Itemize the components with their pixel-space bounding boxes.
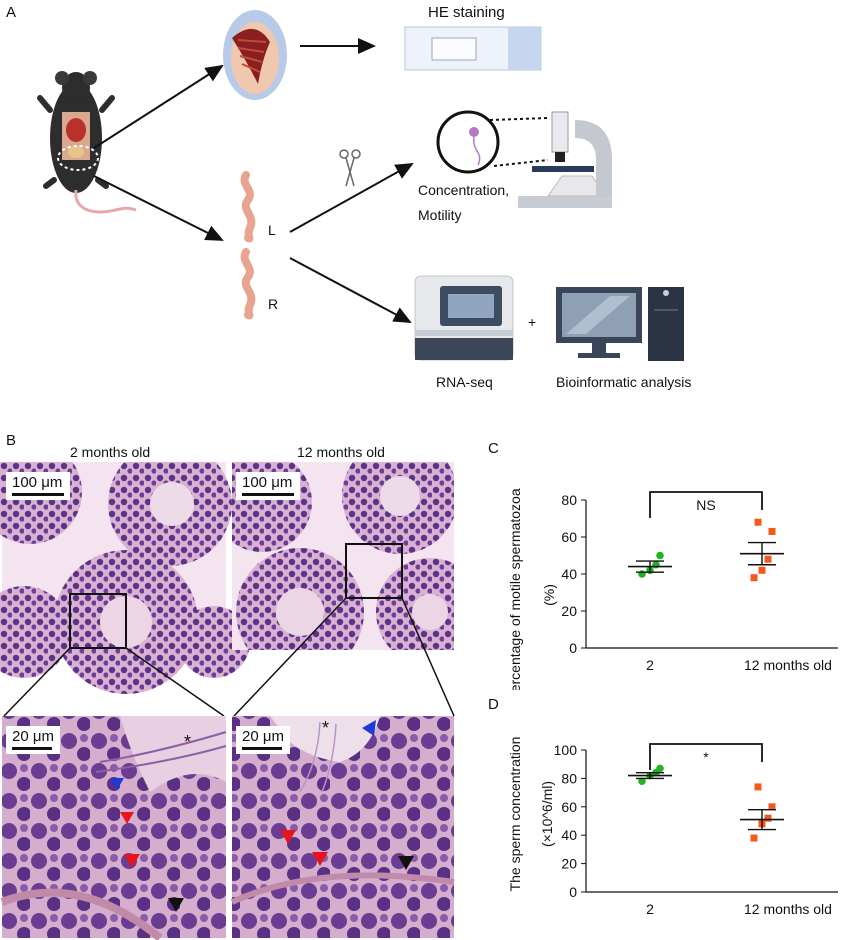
micrograph-panel	[0, 462, 455, 940]
d-significance-label: *	[703, 749, 709, 765]
scale-label: 100 μm	[12, 474, 63, 491]
col-title-12months: 12 months old	[297, 444, 385, 460]
mouse-icon	[37, 71, 137, 214]
c-point	[750, 574, 758, 582]
d-category-label: 2	[646, 901, 654, 917]
motility-label: Motility	[418, 207, 462, 223]
ylabel-c: Percentage of motile spermatozoa	[507, 488, 523, 690]
c-category-label: 2	[646, 657, 654, 673]
c-point	[768, 527, 776, 535]
rnaseq-label: RNA-seq	[436, 374, 493, 390]
d-point	[768, 803, 776, 811]
d-category-label: 12 months old	[744, 901, 832, 917]
d-point	[638, 777, 646, 786]
arrowhead-blue-2mo	[110, 778, 124, 790]
asterisk-12mo: *	[322, 718, 330, 738]
epididymis-icon	[240, 171, 256, 320]
d-y-tick-label: 60	[561, 799, 577, 815]
panel-letter-c: C	[488, 440, 499, 457]
computer-icon	[556, 287, 684, 361]
d-y-tick-label: 20	[561, 856, 577, 872]
micrograph-2mo-high	[0, 716, 227, 940]
d-y-tick-label: 80	[561, 770, 577, 786]
right-epididymis-label: R	[268, 296, 279, 312]
c-y-tick-label: 20	[561, 603, 577, 619]
panel-a-schematic	[37, 10, 684, 361]
scale-bar-2mo-high: 20 μm	[6, 726, 60, 754]
panel-letter-b: B	[6, 432, 17, 449]
c-y-tick-label: 40	[561, 566, 577, 582]
c-category-label: 12 months old	[744, 657, 832, 673]
he-staining-label: HE staining	[428, 4, 505, 21]
c-point	[656, 551, 664, 560]
ylabel-d: The sperm concentration	[507, 737, 523, 892]
c-point	[758, 566, 766, 574]
col-title-2months: 2 months old	[70, 444, 151, 460]
panel-letter-a: A	[6, 4, 17, 21]
c-significance-bracket	[649, 491, 763, 518]
ylabel-unit-d: (×10^6/ml)	[539, 781, 555, 847]
arrowhead-red-2mo-2	[124, 854, 140, 868]
scale-bar-2mo-low: 100 μm	[6, 472, 70, 500]
panel-letter-d: D	[488, 696, 499, 713]
scale-bar-12mo-high: 20 μm	[236, 726, 290, 754]
sequencer-icon	[414, 275, 514, 361]
microscope-icon	[436, 110, 612, 208]
arrowhead-red-12mo-2	[312, 852, 328, 866]
slide-icon	[404, 26, 542, 71]
chart-motility: Percentage of motile spermatozoa (%) 0 20…	[507, 488, 838, 690]
testis-icon	[223, 10, 287, 100]
d-point	[764, 814, 772, 822]
c-y-tick-label: 0	[569, 640, 577, 656]
c-significance-label: NS	[696, 497, 715, 513]
d-y-tick-label: 40	[561, 827, 577, 843]
scale-label: 100 μm	[242, 474, 293, 491]
arrowhead-red-12mo-1	[280, 830, 296, 844]
bioinformatic-label: Bioinformatic analysis	[556, 374, 692, 390]
scale-bar-line	[12, 493, 64, 496]
scissors-icon	[339, 149, 361, 187]
scale-bar-line	[242, 747, 282, 750]
scale-bar-line	[242, 493, 294, 496]
concentration-label: Concentration,	[418, 182, 510, 198]
scale-bar-line	[12, 747, 52, 750]
ylabel-unit-c: (%)	[541, 584, 557, 606]
chart-concentration: The sperm concentration (×10^6/ml) 0 20 40…	[507, 737, 838, 917]
c-y-tick-label: 80	[561, 492, 577, 508]
scale-label: 20 μm	[242, 728, 284, 745]
scale-label: 20 μm	[12, 728, 54, 745]
c-y-tick-label: 60	[561, 529, 577, 545]
asterisk-2mo: *	[184, 732, 192, 752]
arrowhead-red-2mo-1	[120, 812, 134, 824]
c-point	[652, 560, 660, 569]
scale-bar-12mo-low: 100 μm	[236, 472, 300, 500]
plot-area-c: 0 20 40 60 80 2 12 months old NS	[561, 491, 838, 673]
c-point	[638, 570, 646, 578]
left-epididymis-label: L	[268, 222, 276, 238]
d-point	[754, 783, 762, 791]
d-point	[656, 764, 664, 773]
arrowhead-black-12mo	[398, 856, 414, 870]
arrowhead-blue-12mo	[362, 720, 376, 736]
d-y-tick-label: 0	[569, 884, 577, 900]
d-significance-bracket	[649, 743, 763, 770]
d-y-tick-label: 100	[554, 742, 578, 758]
c-point	[764, 555, 772, 563]
arrowhead-black-2mo	[168, 898, 184, 912]
c-point	[754, 518, 762, 526]
plot-area-d: 0 20 40 60 80 100 2 12 months old *	[554, 742, 838, 917]
plus-sign: +	[528, 314, 537, 330]
d-point	[750, 834, 758, 842]
